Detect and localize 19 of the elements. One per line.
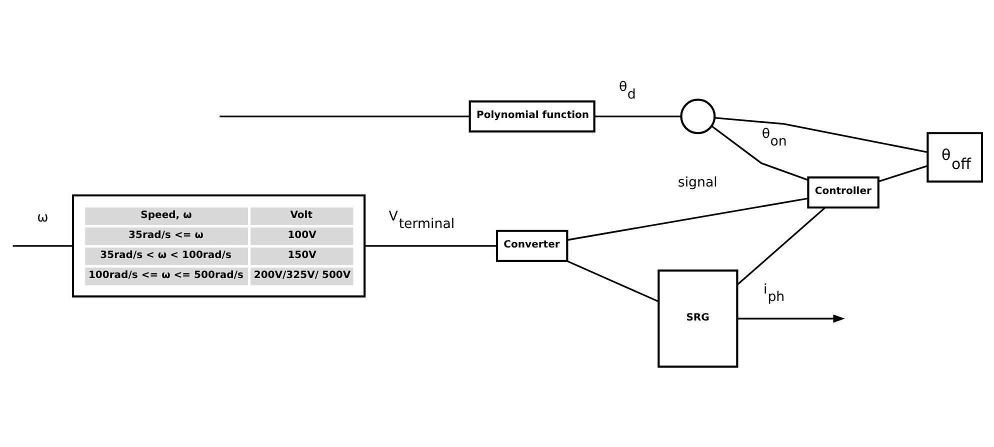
node-box: Speed, ω Volt 35rad/s <= ω 100V 35rad/s < ω < 100rad/s 150V 100rad/s <= ω <= 500rad/s 200V/325V/ 500V [72,194,366,298]
edge-label: ω [37,210,48,226]
connector [220,115,470,117]
node-box: Polynomial function [468,100,596,132]
connector [878,164,928,182]
arrow [737,314,845,322]
connector [566,260,659,302]
node-box: SRG [658,269,738,368]
edge-label: signal [678,174,718,190]
connector [364,244,497,246]
connector [594,115,681,117]
node-box: Converter [496,229,568,262]
connector [736,206,826,285]
connector [714,116,928,152]
node-box: Controller [807,176,880,208]
connector [567,197,808,240]
connector [711,124,808,180]
connector [12,244,73,246]
node-circle [680,98,716,134]
